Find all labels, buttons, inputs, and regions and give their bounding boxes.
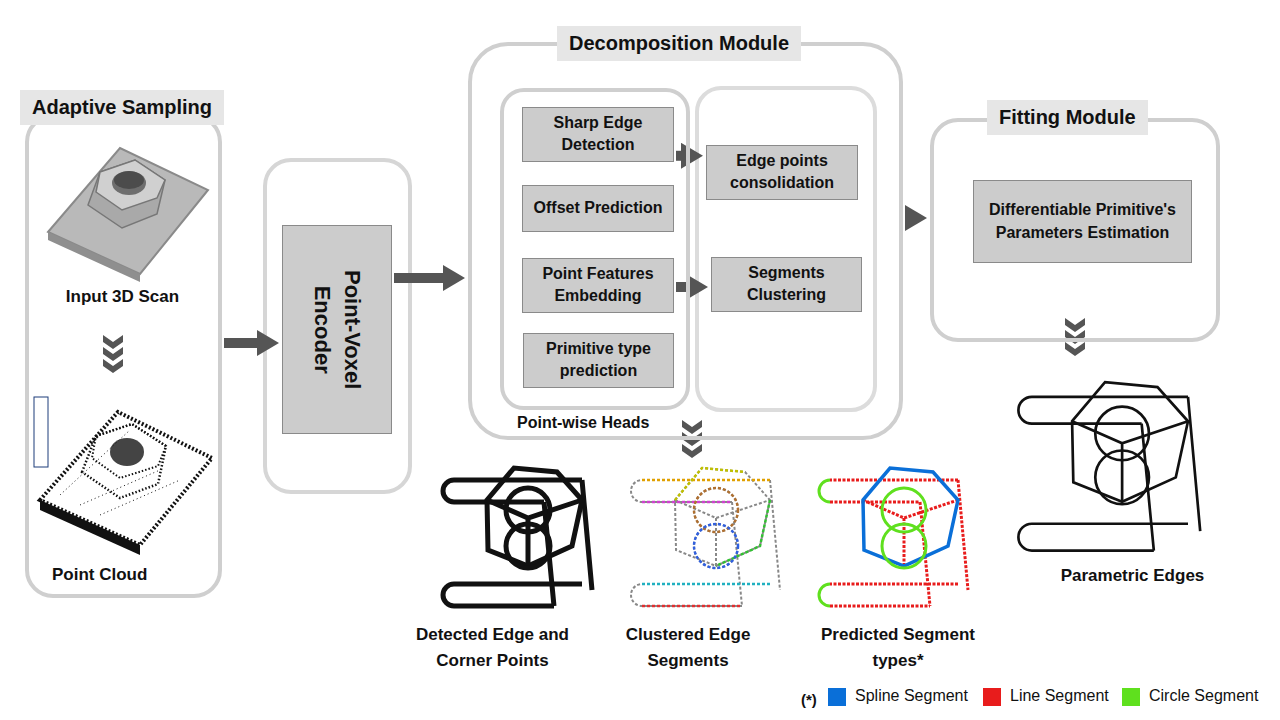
box-label: Segments Clustering <box>718 262 855 307</box>
inner-panel <box>697 88 875 410</box>
encoder-panel <box>265 160 410 492</box>
legend-text: Line Segment <box>1010 687 1109 705</box>
module-panel: Fitting ModuleDifferentiable Primitive's… <box>930 118 1220 342</box>
predicted-types <box>819 468 968 606</box>
figure-caption: Predicted Segment types* <box>800 622 996 673</box>
figure-caption: Point Cloud <box>52 562 202 588</box>
detected-edges <box>443 468 592 606</box>
legend-swatch <box>828 688 846 706</box>
process-box: Sharp Edge Detection <box>522 107 674 162</box>
group-heading: Point-wise Heads <box>514 414 652 432</box>
box-label: Offset Prediction <box>534 197 663 219</box>
chevron <box>1065 318 1085 356</box>
heads-panel: Point-wise HeadsSharp Edge DetectionOffs… <box>500 88 690 410</box>
footnote-mark: (*) <box>801 689 827 712</box>
box-label: Edge points consolidation <box>713 150 851 195</box>
legend-text: Spline Segment <box>855 687 968 705</box>
box-label: Primitive type prediction <box>530 338 667 383</box>
process-box: Segments Clustering <box>711 257 862 312</box>
flow-arrow <box>224 338 259 348</box>
figure-caption: Input 3D Scan <box>40 284 205 310</box>
process-box: Point Features Embedding <box>522 258 674 313</box>
process-box: Primitive type prediction <box>523 333 674 388</box>
flow-arrow <box>905 213 907 223</box>
module-panel: Decomposition ModulePoint-wise HeadsShar… <box>468 42 903 440</box>
figure-caption: Parametric Edges <box>1040 563 1225 589</box>
legend-swatch <box>983 688 1001 706</box>
module-heading: Decomposition Module <box>557 26 801 61</box>
flow-arrow <box>676 151 683 161</box>
legend-text: Circle Segment <box>1149 687 1258 705</box>
module-panel: Adaptive Sampling <box>25 114 222 598</box>
flow-arrow <box>394 273 445 283</box>
box-label: Differentiable Primitive's Parameters Es… <box>980 199 1185 244</box>
parametric-edges <box>1018 382 1200 550</box>
figure-caption: Clustered Edge Segments <box>610 622 766 673</box>
point-cloud <box>34 397 212 555</box>
box-label: Point-Voxel Encoder <box>307 234 366 425</box>
legend-swatch <box>1122 688 1140 706</box>
box-label: Point Features Embedding <box>529 263 667 308</box>
input-scan <box>48 148 208 282</box>
encoder-box: Point-Voxel Encoder <box>282 225 392 434</box>
process-box: Differentiable Primitive's Parameters Es… <box>973 180 1192 263</box>
process-box: Edge points consolidation <box>706 145 858 200</box>
process-box: Offset Prediction <box>522 185 674 232</box>
clustered-edges <box>631 468 780 606</box>
figure-caption: Detected Edge and Corner Points <box>405 622 580 673</box>
box-label: Sharp Edge Detection <box>529 112 667 157</box>
module-heading: Fitting Module <box>987 100 1148 135</box>
chevron <box>103 335 123 373</box>
module-heading: Adaptive Sampling <box>20 90 224 125</box>
